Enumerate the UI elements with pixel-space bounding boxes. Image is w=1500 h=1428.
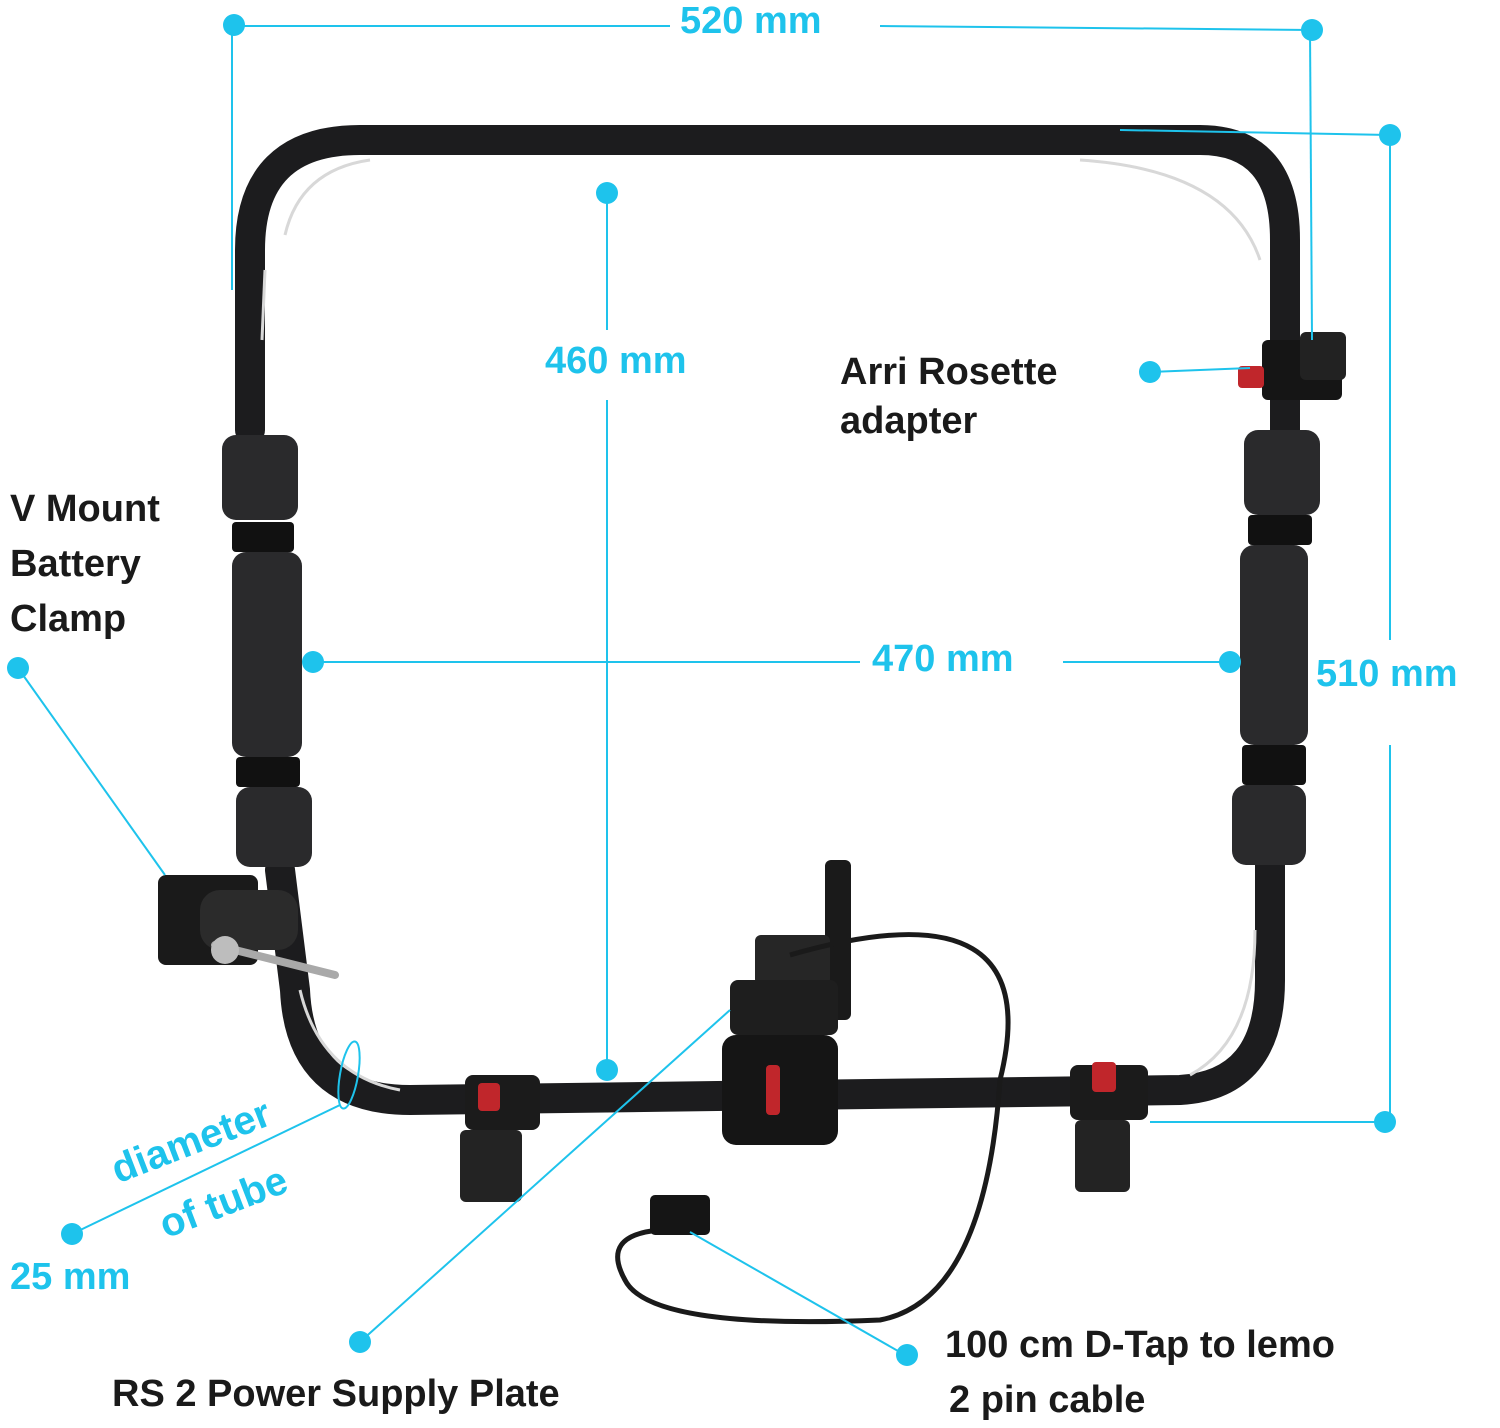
power-plate-callout: RS 2 Power Supply Plate <box>112 1373 560 1415</box>
endpoint-dot <box>1139 361 1161 383</box>
endpoint-dot <box>1219 651 1241 673</box>
inner-width-label: 470 mm <box>872 638 1014 680</box>
cable-callout: 100 cm D-Tap to lemo 2 pin cable <box>945 1318 1335 1428</box>
endpoint-dot <box>302 651 324 673</box>
left-handle <box>222 435 312 867</box>
bottom-clamp-left <box>460 1075 540 1202</box>
arri-rosette-callout: Arri Rosette adapter <box>840 348 1058 447</box>
inner-height-label: 460 mm <box>545 340 687 382</box>
rs2-power-supply-plate <box>722 860 851 1145</box>
v-mount-callout-line-3: Clamp <box>10 598 127 641</box>
endpoint-dot <box>349 1331 371 1353</box>
arri-callout-line-1: Arri Rosette <box>840 351 1058 393</box>
v-mount-callout-line-1: V Mount <box>10 488 160 530</box>
overall-width-label: 520 mm <box>680 0 822 42</box>
endpoint-dot <box>7 657 29 679</box>
cable-callout-line-2: 2 pin cable <box>949 1379 1146 1422</box>
endpoint-dot <box>896 1344 918 1366</box>
bottom-clamp-right <box>1070 1062 1148 1192</box>
v-mount-callout-line-2: Battery <box>10 543 141 586</box>
endpoint-dot <box>1301 19 1323 41</box>
arri-rosette-adapter <box>1238 332 1346 400</box>
overall-height-label: 510 mm <box>1316 653 1458 695</box>
endpoint-dot <box>596 182 618 204</box>
endpoint-dot <box>61 1223 83 1245</box>
dtap-lemo-cable <box>615 932 1011 1325</box>
gimbal-ring-frame <box>235 125 1300 1116</box>
v-mount-callout: V Mount Battery Clamp <box>10 482 160 647</box>
endpoint-dot <box>1379 124 1401 146</box>
endpoint-dot <box>223 14 245 36</box>
dimension-lines <box>17 25 1391 1356</box>
arri-callout-line-2: adapter <box>840 400 978 443</box>
endpoint-dot <box>596 1059 618 1081</box>
cable-callout-line-1: 100 cm D-Tap to lemo <box>945 1324 1335 1366</box>
dimension-endpoints <box>7 14 1401 1366</box>
tube-diameter-value-label: 25 mm <box>10 1256 131 1298</box>
endpoint-dot <box>1374 1111 1396 1133</box>
v-mount-battery-clamp <box>158 875 339 979</box>
right-handle <box>1232 430 1320 865</box>
